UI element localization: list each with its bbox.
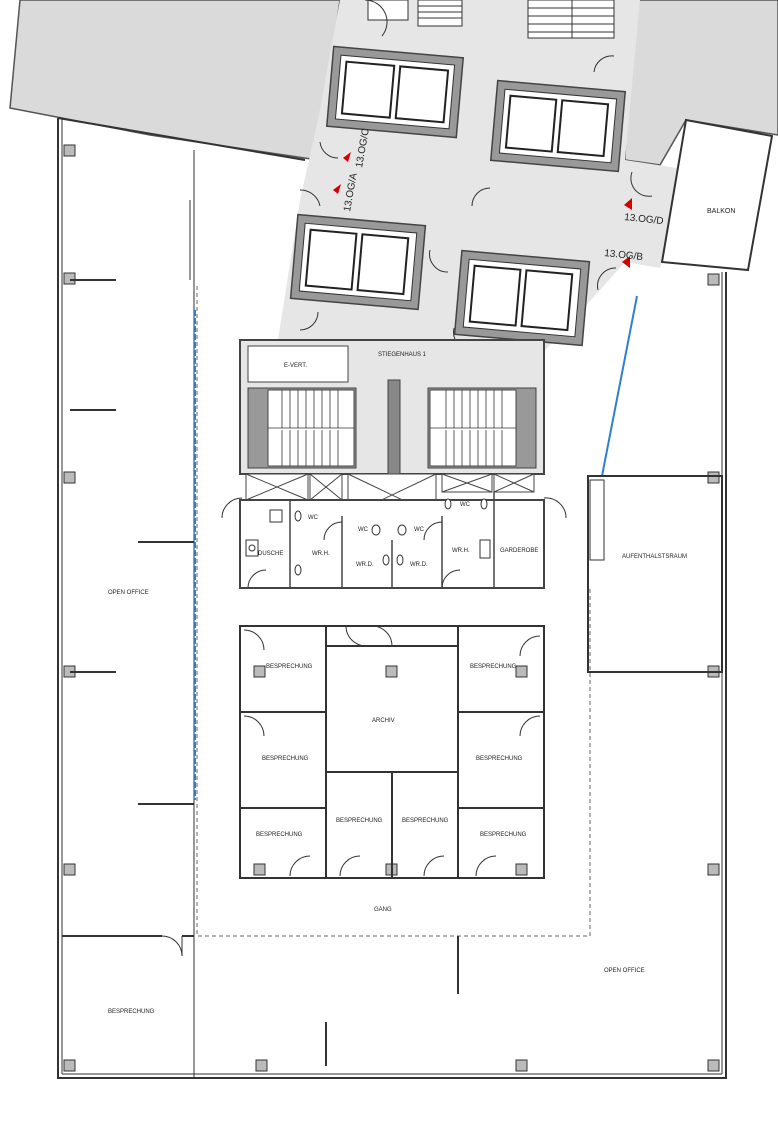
stair-core: E-VERT. STIEGENHAUS 1: [239, 339, 545, 475]
open-office-right-label: OPEN OFFICE: [604, 968, 645, 974]
besprechung-mr-label: BESPRECHUNG: [476, 756, 523, 762]
aufenthaltsraum-label: AUFENTHALSTSRAUM: [622, 554, 687, 560]
wc-4-label: WC: [460, 502, 471, 508]
elevator-markers: 13.OG/C 13.OG/A 13.OG/D 13.OG/B: [333, 128, 664, 268]
elevator-shaft-mid-left: [289, 213, 427, 311]
aufenthaltsraum: AUFENTHALSTSRAUM: [587, 475, 723, 673]
e-vert-label: E-VERT.: [284, 363, 307, 369]
toilet-icon: [294, 510, 302, 522]
marker-c-icon: [343, 152, 351, 162]
wc-2-label: WC: [358, 527, 369, 533]
besprechung-bc1-label: BESPRECHUNG: [336, 818, 383, 824]
balcony: BALKON: [660, 118, 774, 272]
washrooms: DUSCHE WR.H. WC WC WC WC WR.D. WR.D. WR.…: [221, 492, 567, 589]
garderobe-label: GARDEROBE: [500, 548, 538, 554]
besprechung-tr-label: BESPRECHUNG: [470, 664, 517, 670]
besprechung-bc2-label: BESPRECHUNG: [402, 818, 449, 824]
balkon-label: BALKON: [707, 208, 735, 215]
wc-3-label: WC: [414, 527, 425, 533]
wc-1-label: WC: [308, 515, 319, 521]
core-doors: [299, 0, 653, 351]
bottom-meeting-room: BESPRECHUNG: [62, 935, 194, 1015]
elevator-shaft-top-right: [489, 79, 627, 173]
bottom-partitions: [325, 936, 459, 1066]
wrd-2-label: WR.D.: [410, 562, 428, 568]
elevator-shaft-top-left: [325, 45, 465, 139]
besprechung-ml-label: BESPRECHUNG: [262, 756, 309, 762]
besprechung-br-label: BESPRECHUNG: [480, 832, 527, 838]
meeting-cluster: BESPRECHUNG BESPRECHUNG ARCHIV BESPRECHU…: [239, 625, 545, 879]
open-office-left-label: OPEN OFFICE: [108, 590, 149, 596]
label-13og-d: 13.OG/D: [624, 212, 664, 227]
besprechung-tl-label: BESPRECHUNG: [266, 664, 313, 670]
marker-b-icon: [622, 256, 630, 268]
wrh-2-label: WR.H.: [452, 548, 470, 554]
wrh-1-label: WR.H.: [312, 551, 330, 557]
left-partitions: [70, 200, 194, 805]
stiegenhaus-label: STIEGENHAUS 1: [378, 352, 427, 358]
elevator-shaft-mid-right: [453, 249, 591, 347]
gang-label: GANG: [374, 907, 392, 913]
archiv-label: ARCHIV: [372, 718, 395, 724]
marker-a-icon: [333, 184, 341, 194]
top-stairs: [367, 0, 615, 39]
besprechung-bl-label: BESPRECHUNG: [256, 832, 303, 838]
besprechung-bottom-label: BESPRECHUNG: [108, 1009, 155, 1015]
label-13og-b: 13.OG/B: [604, 248, 644, 263]
dusche-label: DUSCHE: [258, 551, 283, 557]
wrd-1-label: WR.D.: [356, 562, 374, 568]
marker-d-icon: [624, 198, 632, 210]
sink-icon: [269, 509, 283, 523]
roof-areas: [9, 0, 778, 166]
